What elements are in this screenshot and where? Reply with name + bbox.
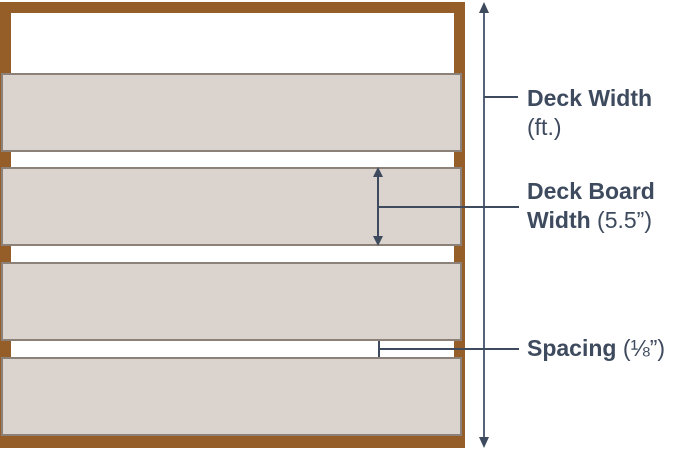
deck-width-title: Deck Width: [527, 85, 653, 111]
deck-width-unit: (ft.): [527, 114, 562, 140]
spacing-label: Spacing (⅛”): [527, 334, 665, 363]
frame-bottom-joist: [0, 436, 465, 448]
spacing-indicator-icon: [378, 341, 519, 357]
board-width-title-line1: Deck Board: [527, 178, 655, 204]
deck-width-label: Deck Width (ft.): [527, 84, 652, 142]
board-width-title-line2: Width: [527, 207, 591, 233]
deck-width-arrow-icon: [479, 2, 518, 448]
deck-board-3: [1, 262, 462, 341]
board-width-label: Deck Board Width (5.5”): [527, 177, 655, 235]
frame-top-joist: [0, 2, 465, 13]
board-width-value: (5.5”): [597, 207, 652, 233]
spacing-value: (⅛”): [622, 335, 666, 361]
spacing-title: Spacing: [527, 335, 617, 361]
deck-board-1: [1, 73, 462, 152]
deck-board-4: [1, 357, 462, 436]
board-width-arrow-icon: [373, 167, 519, 246]
